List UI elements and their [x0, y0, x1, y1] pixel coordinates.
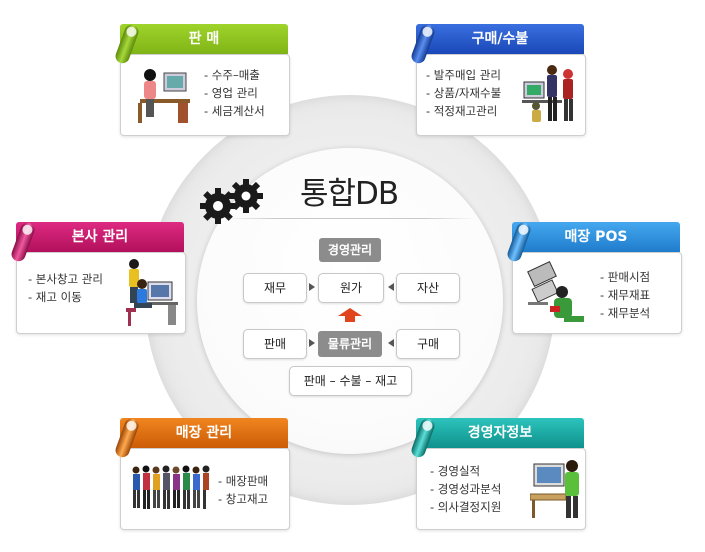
- logistics-node: 물류관리: [318, 331, 382, 357]
- bullet-item: - 재고 이동: [28, 290, 82, 304]
- bullet-item: - 수주–매출: [204, 68, 260, 82]
- purchase-box: [416, 54, 586, 136]
- bullet-item: - 본사창고 관리: [28, 272, 103, 286]
- arrow-left-icon: [388, 339, 394, 347]
- bullet-item: - 상품/자재수불: [426, 86, 502, 100]
- office-worker-illustration: [138, 69, 190, 123]
- hq-bullets: - 본사창고 관리 - 재고 이동: [28, 270, 103, 306]
- bullet-item: - 세금계산서: [204, 104, 265, 118]
- bullet-item: - 창고재고: [218, 492, 269, 506]
- bullet-item: - 발주매입 관리: [426, 68, 501, 82]
- desk-workers-illustration: [126, 259, 178, 326]
- exec-bullets: - 경영실적 - 경영성과분석 - 의사결정지원: [430, 462, 501, 516]
- store-header: 매장 관리: [120, 418, 288, 448]
- bullet-item: - 재무재표: [600, 288, 651, 302]
- hq-header: 본사 관리: [16, 222, 184, 252]
- bullet-item: - 경영실적: [430, 464, 481, 478]
- bullet-item: - 의사결정지원: [430, 500, 502, 514]
- arrow-up-icon: [338, 308, 362, 322]
- pos-bullets: - 판매시점 - 재무재표 - 재무분석: [600, 268, 650, 322]
- cost-node: 원가: [318, 273, 384, 303]
- finance-node: 재무: [243, 273, 307, 303]
- bullet-item: - 매장판매: [218, 474, 269, 488]
- pos-operator-illustration: [527, 261, 584, 322]
- team-meeting-illustration: [522, 65, 573, 122]
- title-divider: [225, 218, 475, 219]
- pos-header: 매장 POS: [512, 222, 680, 252]
- bullet-item: - 적정재고관리: [426, 104, 498, 118]
- arrow-right-icon: [309, 283, 315, 291]
- executive-computer-illustration: [530, 460, 579, 518]
- exec-header: 경영자정보: [416, 418, 584, 448]
- bullet-item: - 영업 관리: [204, 86, 258, 100]
- bullet-item: - 판매시점: [600, 270, 651, 284]
- db-title: 통합DB: [300, 176, 399, 212]
- sales-bullets: - 수주–매출 - 영업 관리 - 세금계산서: [204, 66, 265, 120]
- purchase-node: 구매: [396, 329, 460, 359]
- sales-node: 판매: [243, 329, 307, 359]
- exec-box: [416, 448, 586, 530]
- arrow-right-icon: [309, 339, 315, 347]
- bullet-item: - 재무분석: [600, 306, 651, 320]
- sales-header: 판 매: [120, 24, 288, 54]
- purchase-bullets: - 발주매입 관리 - 상품/자재수불 - 적정재고관리: [426, 66, 501, 120]
- asset-node: 자산: [396, 273, 460, 303]
- purchase-header: 구매/수불: [416, 24, 584, 54]
- store-bullets: - 매장판매 - 창고재고: [218, 472, 268, 508]
- sales-inventory-node: 판매 – 수불 – 재고: [289, 366, 412, 396]
- arrow-left-icon: [388, 283, 394, 291]
- bullet-item: - 경영성과분석: [430, 482, 502, 496]
- staff-group-illustration: [132, 465, 210, 509]
- management-label: 경영관리: [319, 238, 381, 262]
- gears-icon: [200, 179, 263, 224]
